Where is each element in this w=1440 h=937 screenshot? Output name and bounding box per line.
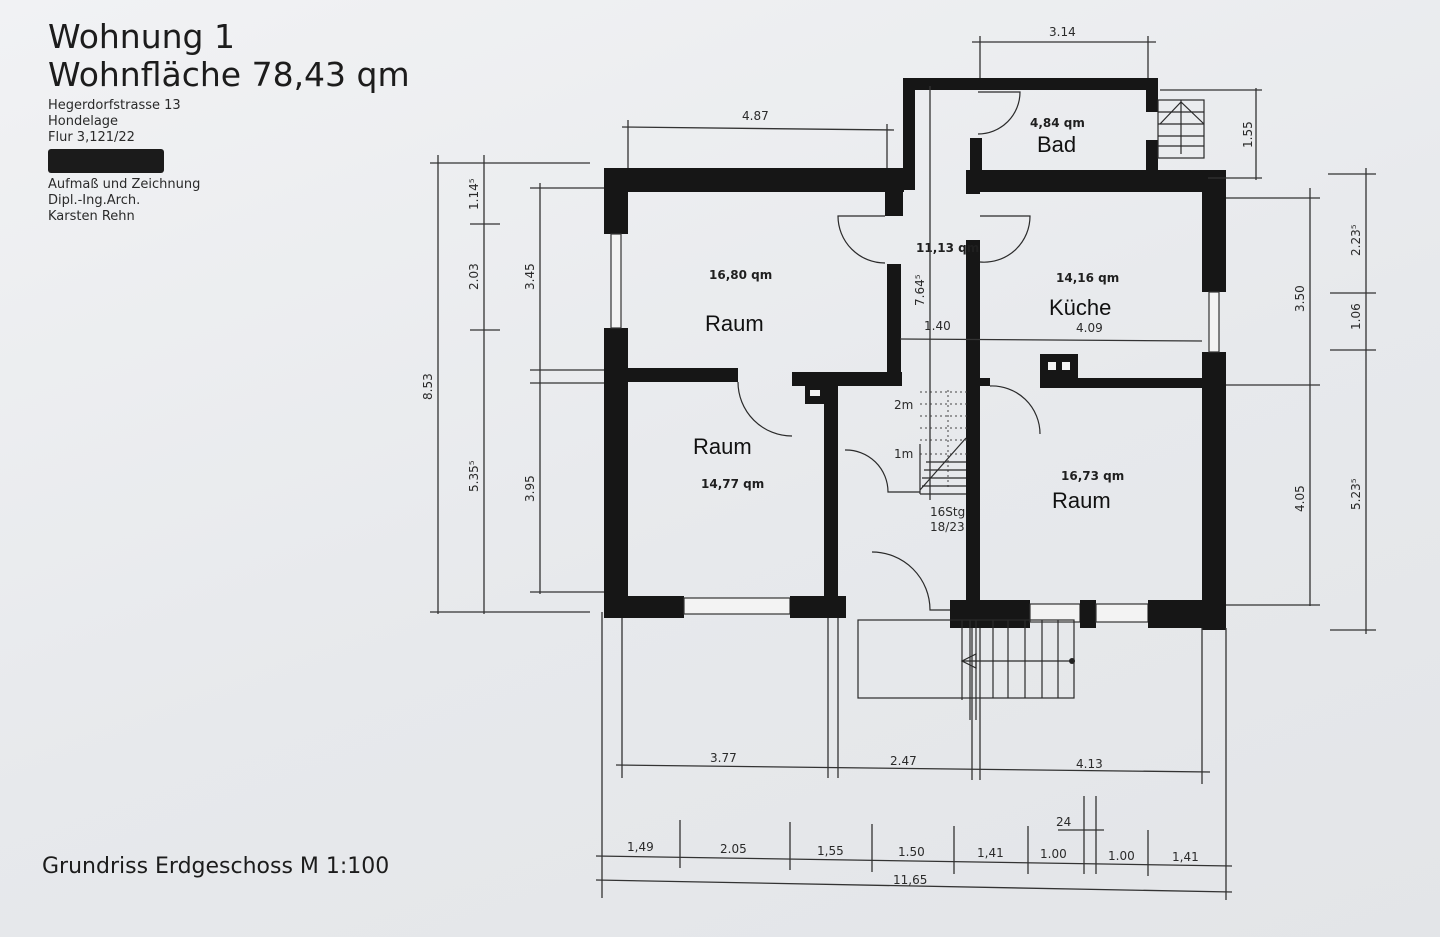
dim-seg-5: 1,41 (977, 846, 1004, 860)
bad-label: Bad (1037, 132, 1076, 157)
doors (737, 91, 1041, 611)
credits-line-2: Dipl.-Ing.Arch. (48, 193, 141, 208)
room-2-label: Raum (693, 434, 752, 459)
room-3-area: 16,73 qm (1061, 469, 1124, 483)
dim-left-seg-b: 2.03 (467, 263, 481, 290)
entrance-stairs (857, 619, 1075, 720)
dim-seg-8: 1.00 (1108, 849, 1135, 863)
dimension-lines: 3.14 4.87 1.55 7.64⁵ 1.40 4.09 8.53 1.14… (421, 25, 1376, 900)
redacted-block (48, 149, 164, 173)
dim-right-seg-a: 2.23⁵ (1349, 224, 1363, 256)
kitchen-area: 14,16 qm (1056, 271, 1119, 285)
address-block: Hegerdorfstrasse 13 Hondelage Flur 3,121… (48, 98, 410, 225)
hall-area: 11,13 qm (916, 241, 979, 255)
dim-left-total: 8.53 (421, 373, 435, 400)
dim-right-kitchen: 3.50 (1293, 285, 1307, 312)
dim-bottom-room-3: 4.13 (1076, 757, 1103, 771)
dim-seg-1: 1,49 (627, 840, 654, 854)
dim-seg-6: 1.00 (1040, 847, 1067, 861)
credits-line-1: Aufmaß und Zeichnung (48, 177, 201, 192)
dim-hall-width: 1.40 (924, 319, 951, 333)
dim-bad-width: 3.14 (1049, 25, 1076, 39)
credits-line-3: Karsten Rehn (48, 209, 135, 224)
dim-kitchen-width: 4.09 (1076, 321, 1103, 335)
apartment-title: Wohnung 1 (48, 17, 235, 56)
room-1-area: 16,80 qm (709, 268, 772, 282)
stair-ratio: 18/23 (930, 520, 965, 534)
dim-left-seg-c: 5.35⁵ (467, 460, 481, 492)
dim-bottom-total: 11,65 (893, 873, 927, 887)
dim-seg-9: 1,41 (1172, 850, 1199, 864)
interior-stairs: 2m 1m 16Stg 18/23 (894, 390, 970, 534)
dim-right-room: 4.05 (1293, 485, 1307, 512)
stair-steps: 16Stg (930, 505, 965, 519)
kitchen-label: Küche (1049, 295, 1111, 320)
dim-left-room-width: 4.87 (742, 109, 769, 123)
dim-seg-2: 2.05 (720, 842, 747, 856)
dim-seg-7: 24 (1056, 815, 1071, 829)
dim-seg-4: 1.50 (898, 845, 925, 859)
address-street: Hegerdorfstrasse 13 (48, 98, 181, 113)
dim-bad-depth: 1.55 (1241, 121, 1255, 148)
dim-seg-3: 1,55 (817, 844, 844, 858)
dim-left-room-top: 3.45 (523, 263, 537, 290)
room-1-label: Raum (705, 311, 764, 336)
stair-level-1m: 1m (894, 447, 913, 461)
dim-bottom-room-2: 2.47 (890, 754, 917, 768)
plan-caption: Grundriss Erdgeschoss M 1:100 (42, 854, 390, 879)
walls (604, 78, 1226, 630)
bad-area: 4,84 qm (1030, 116, 1085, 130)
stair-level-2m: 2m (894, 398, 913, 412)
dim-right-seg-c: 5.23⁵ (1349, 478, 1363, 510)
room-labels: 4,84 qm Bad 11,13 qm 16,80 qm Raum 14,16… (693, 116, 1124, 513)
bad-stairs (1157, 99, 1205, 159)
room-2-area: 14,77 qm (701, 477, 764, 491)
title-block: Wohnung 1 Wohnfläche 78,43 qm Hegerdorfs… (48, 18, 410, 225)
dim-hall-height: 7.64⁵ (913, 274, 927, 306)
room-3-label: Raum (1052, 488, 1111, 513)
address-locality: Hondelage (48, 114, 119, 129)
dim-right-seg-b: 1.06 (1349, 303, 1363, 330)
living-area-title: Wohnfläche 78,43 qm (48, 55, 410, 94)
address-parcel: Flur 3,121/22 (48, 130, 135, 145)
dim-left-room-bottom: 3.95 (523, 475, 537, 502)
dim-left-seg-a: 1.14⁵ (467, 178, 481, 210)
dim-bottom-room-1: 3.77 (710, 751, 737, 765)
